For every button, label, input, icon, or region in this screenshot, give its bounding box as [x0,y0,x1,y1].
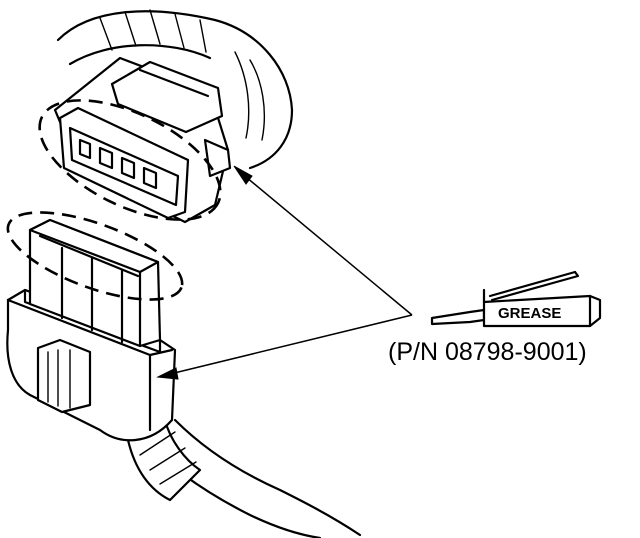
part-number-label: (P/N 08798-9001) [388,338,587,366]
upper-connector [38,9,294,224]
leader-lines [156,165,413,380]
grease-tube-icon: GREASE [430,270,602,328]
grease-tube-label: GREASE [498,305,561,322]
lower-connector [6,211,362,538]
